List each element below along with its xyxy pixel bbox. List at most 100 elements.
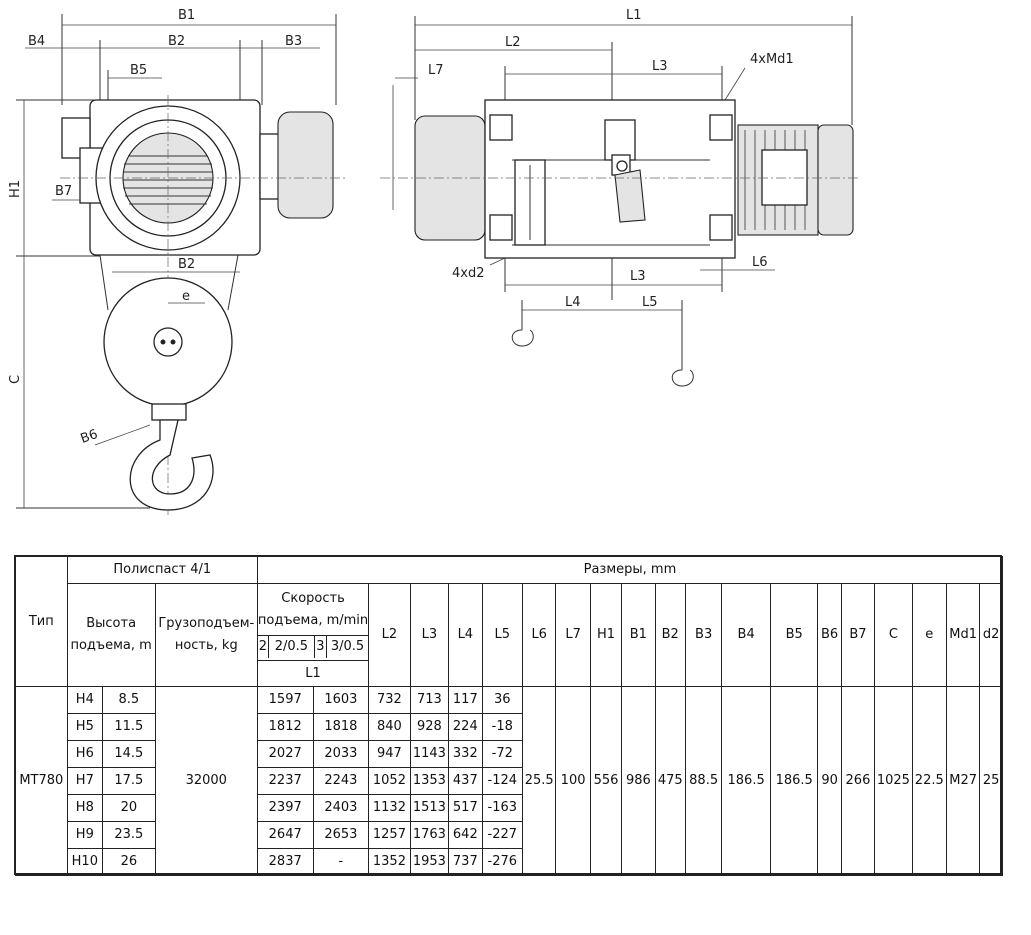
- row-l4: 224: [448, 713, 483, 741]
- row-l1-a: 2027: [256, 740, 314, 768]
- header-b7: B7: [840, 583, 876, 687]
- header-speed: Скорость подъема, m/min: [257, 591, 369, 628]
- header-b4: B4: [721, 583, 771, 687]
- row-l1-a: 2397: [256, 794, 314, 822]
- row-l3: 1513: [409, 794, 450, 822]
- header-speed-values: 2 2/0.5 3 3/0.5: [258, 635, 368, 658]
- row-height: 8.5: [102, 686, 156, 714]
- row-l1-b: 1603: [312, 686, 370, 714]
- row-l1-b: 2033: [312, 740, 370, 768]
- speed-2: 2: [258, 636, 269, 658]
- row-l4: 332: [448, 740, 483, 768]
- header-l5: L5: [481, 583, 524, 687]
- row-l1-a: 1597: [256, 686, 314, 714]
- row-l2: 1132: [368, 794, 411, 822]
- cell-b2: 475: [654, 686, 686, 876]
- row-l3: 928: [409, 713, 450, 741]
- cell-b5: 186.5: [769, 686, 819, 876]
- cell-d2: 25: [979, 686, 1003, 876]
- row-l1-b: -: [312, 848, 370, 876]
- dim-label-l3-bottom: L3: [630, 269, 646, 284]
- row-l1-a: 2647: [256, 821, 314, 849]
- dim-label-b5: B5: [130, 63, 147, 78]
- dim-label-l5: L5: [642, 295, 658, 310]
- header-l4: L4: [448, 583, 483, 687]
- row-l1-a: 2837: [256, 848, 314, 876]
- header-pulley: Полиспаст 4/1: [66, 556, 258, 584]
- dim-label-b1: B1: [178, 8, 195, 23]
- row-code: H6: [66, 740, 104, 768]
- row-l3: 713: [409, 686, 450, 714]
- capacity-cell: 32000: [154, 686, 258, 876]
- dim-label-h1: H1: [8, 180, 23, 198]
- dimensions-table: Тип Полиспаст 4/1 Размеры, mm Высота под…: [15, 556, 1004, 876]
- row-l3: 1953: [409, 848, 450, 876]
- side-view: L1 L2 4xMd1 L7 L3: [380, 8, 860, 387]
- dim-label-c: C: [8, 375, 23, 384]
- row-code: H4: [66, 686, 104, 714]
- dim-label-e: e: [182, 289, 190, 304]
- dim-label-b2-bottom: B2: [178, 257, 195, 272]
- cell-c: 1025: [874, 686, 913, 876]
- row-code: H8: [66, 794, 104, 822]
- header-md1: Md1: [945, 583, 981, 687]
- dim-label-l1: L1: [626, 8, 642, 23]
- header-b6: B6: [817, 583, 842, 687]
- speed-2-0.5: 2/0.5: [269, 636, 315, 658]
- row-l1-a: 1812: [256, 713, 314, 741]
- cell-b1: 986: [621, 686, 656, 876]
- header-l1: L1: [256, 660, 370, 687]
- dim-label-l6: L6: [752, 255, 768, 270]
- header-speed-block: Скорость подъема, m/min 2 2/0.5 3 3/0.5: [256, 583, 370, 661]
- cell-l7: 100: [555, 686, 591, 876]
- row-code: H10: [66, 848, 104, 876]
- header-l7: L7: [555, 583, 591, 687]
- dim-label-b6: B6: [79, 427, 100, 447]
- model-cell: MT780: [15, 686, 68, 876]
- dim-label-b2-top: B2: [168, 34, 185, 49]
- header-l6: L6: [521, 583, 557, 687]
- table-row: H9 23.5 2647 2653 1257 1763 642 -227: [16, 821, 1003, 849]
- cell-h1: 556: [589, 686, 623, 876]
- header-height: Высота подъема, m: [66, 583, 156, 687]
- hoist-technical-drawing: B1 B4 B2 B3 B5 H1 C B7: [8, 8, 860, 515]
- cell-b4: 186.5: [721, 686, 771, 876]
- row-l3: 1353: [409, 767, 450, 795]
- row-code: H9: [66, 821, 104, 849]
- row-l4: 642: [448, 821, 483, 849]
- row-l5: -163: [481, 794, 524, 822]
- row-code: H5: [66, 713, 104, 741]
- label-4xmd1: 4xMd1: [750, 52, 794, 67]
- row-l2: 947: [368, 740, 411, 768]
- row-l1-b: 2243: [312, 767, 370, 795]
- front-view: B1 B4 B2 B3 B5 H1 C B7: [8, 8, 345, 515]
- row-code: H7: [66, 767, 104, 795]
- header-type: Тип: [15, 556, 68, 687]
- cell-md1: M27: [945, 686, 981, 876]
- table-row: H7 17.5 2237 2243 1052 1353 437 -124: [16, 767, 1003, 795]
- dim-label-l2: L2: [505, 35, 521, 50]
- row-l5: -227: [481, 821, 524, 849]
- row-l2: 732: [368, 686, 411, 714]
- row-height: 23.5: [102, 821, 156, 849]
- row-height: 20: [102, 794, 156, 822]
- row-l5: -72: [481, 740, 524, 768]
- row-l5: -276: [481, 848, 524, 876]
- dim-label-b3: B3: [285, 34, 302, 49]
- row-l5: 36: [481, 686, 524, 714]
- header-b3: B3: [684, 583, 723, 687]
- header-sizes: Размеры, mm: [256, 556, 1004, 584]
- header-l3: L3: [409, 583, 450, 687]
- row-l3: 1143: [409, 740, 450, 768]
- table-row: MT780 H4 8.5 32000 1597 1603 732 713 117…: [15, 686, 1003, 876]
- speed-3-0.5: 3/0.5: [330, 639, 365, 654]
- label-4xd2: 4xd2: [452, 266, 485, 281]
- row-l5: -124: [481, 767, 524, 795]
- row-l1-b: 2653: [312, 821, 370, 849]
- row-l2: 1257: [368, 821, 411, 849]
- table-row: H10 26 2837 - 1352 1953 737 -276: [16, 848, 1003, 876]
- row-l2: 840: [368, 713, 411, 741]
- row-height: 26: [102, 848, 156, 876]
- header-b5: B5: [769, 583, 819, 687]
- row-l2: 1352: [368, 848, 411, 876]
